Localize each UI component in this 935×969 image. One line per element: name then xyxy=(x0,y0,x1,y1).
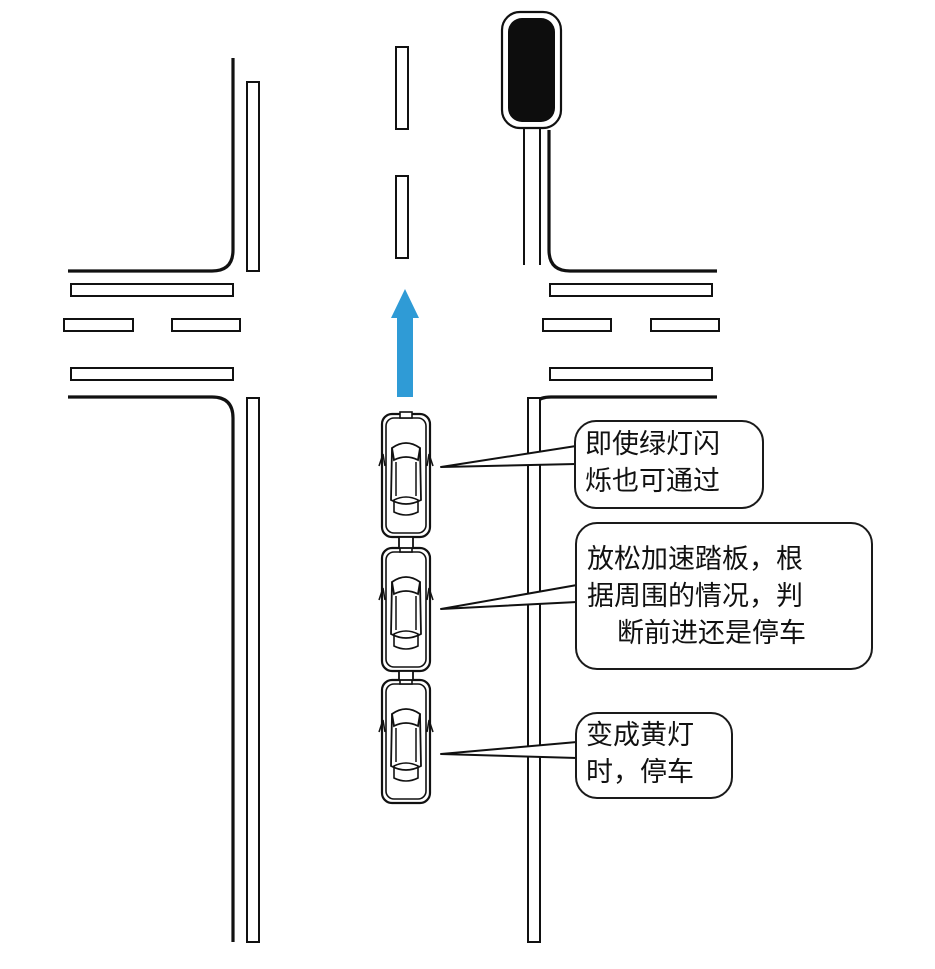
callout-line: 时，停车 xyxy=(586,757,694,788)
car-top-view-icon xyxy=(377,410,435,539)
callout-release-accelerator: 放松加速踏板，根 据周围的情况，判 断前进还是停车 xyxy=(575,522,873,670)
traffic-light-icon xyxy=(500,10,563,265)
callout-pointers xyxy=(440,445,578,759)
callout-line: 断前进还是停车 xyxy=(617,618,806,649)
callout-flashing-green: 即使绿灯闪 烁也可通过 xyxy=(574,420,764,509)
arrow-up-icon xyxy=(391,289,419,397)
road-edge-left xyxy=(68,58,235,942)
car-top-view-icon xyxy=(377,676,435,805)
callout-yellow-light: 变成黄灯 时，停车 xyxy=(575,712,733,799)
callout-line: 变成黄灯 xyxy=(586,720,694,751)
cross-road-markings-right xyxy=(542,283,720,381)
callout-line: 据周围的情况，判 xyxy=(587,581,803,612)
car-top-view-icon xyxy=(377,544,435,673)
callout-line: 即使绿灯闪 xyxy=(585,429,720,460)
car-connectors xyxy=(398,536,414,681)
callout-line: 放松加速踏板，根 xyxy=(587,544,803,575)
cross-road-markings-left xyxy=(63,283,241,381)
callout-line: 烁也可通过 xyxy=(585,466,720,497)
lane-edge-stripes xyxy=(246,81,541,943)
center-dashed-line xyxy=(395,46,409,259)
